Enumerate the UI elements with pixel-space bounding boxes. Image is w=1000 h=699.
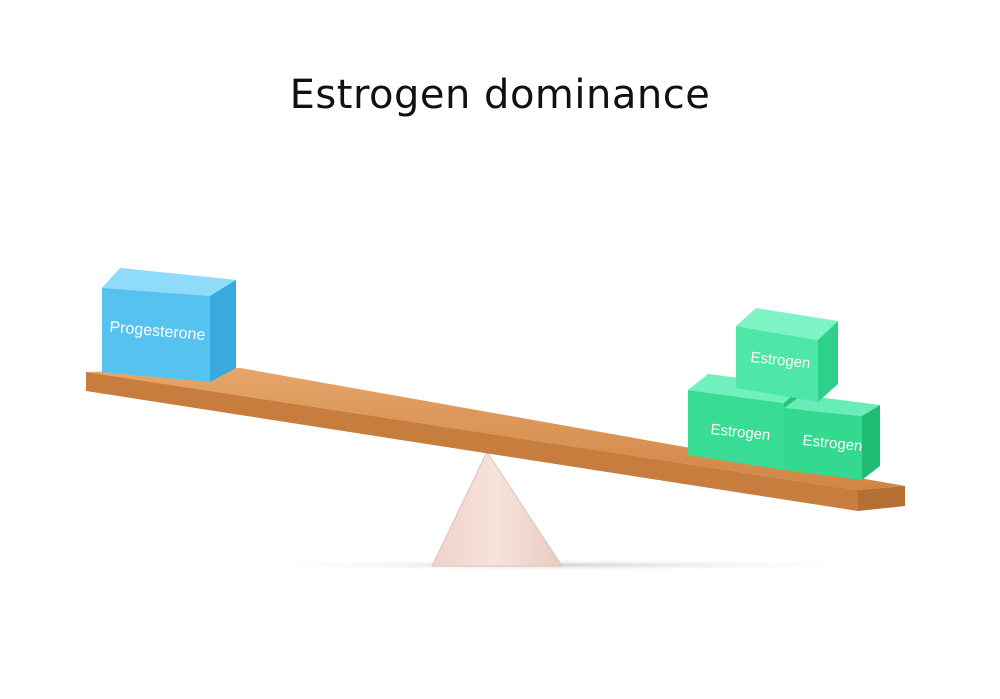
progesterone-block: Progesterone	[102, 268, 236, 382]
estrogen-label-3: Estrogen	[750, 349, 811, 372]
estrogen-block-bottom-right: Estrogen	[784, 395, 880, 480]
fulcrum	[431, 450, 563, 567]
diagram-title: Estrogen dominance	[289, 72, 711, 118]
estrogen-label-1: Estrogen	[710, 421, 771, 444]
seesaw-plank	[86, 368, 905, 511]
estrogen-block-top: Estrogen	[736, 308, 838, 402]
estrogen-label-2: Estrogen	[802, 432, 863, 455]
